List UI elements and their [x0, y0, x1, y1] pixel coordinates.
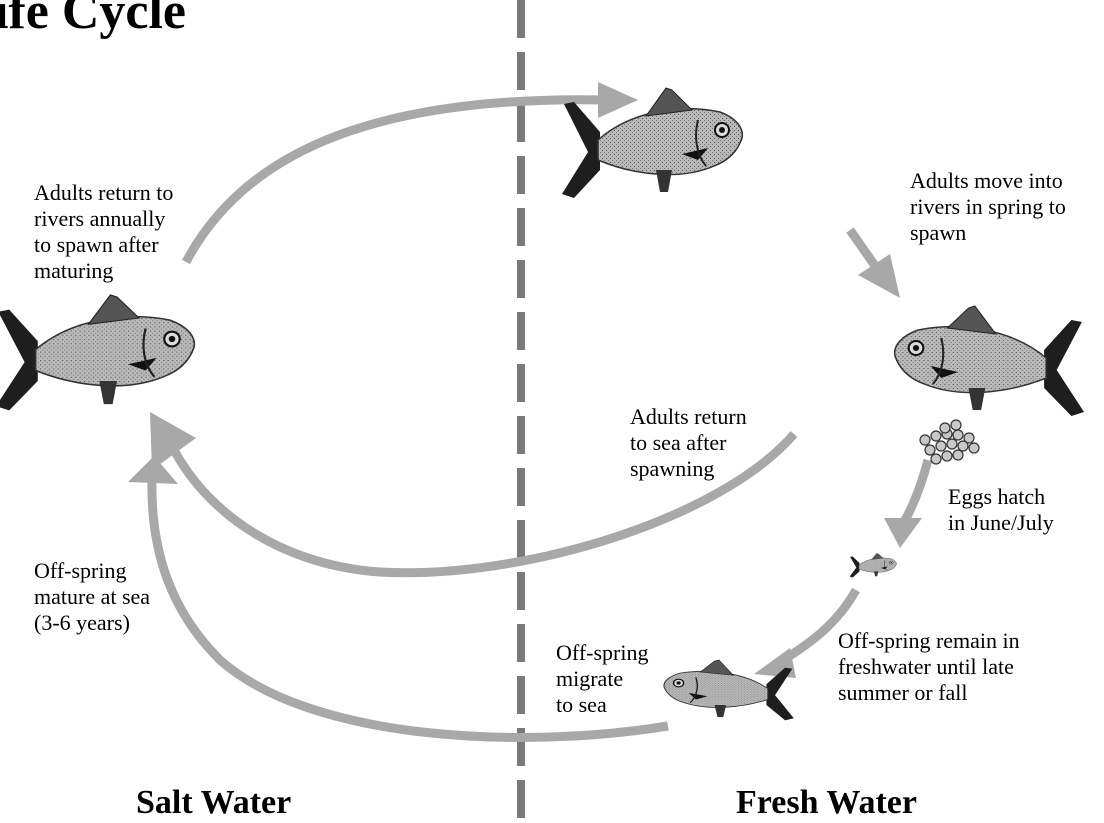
juvenile-fish: [850, 553, 897, 577]
arrow-adults-to-rivers: [186, 100, 606, 262]
label-offspring-mature: Off-spring mature at sea (3-6 years): [34, 558, 150, 636]
eggs: [920, 420, 979, 464]
label-offspring-remain: Off-spring remain in freshwater until la…: [838, 628, 1020, 706]
arrowhead-eggs: [884, 518, 922, 548]
fresh-water-heading: Fresh Water: [736, 784, 917, 822]
arrow-eggs-hatch: [904, 460, 928, 522]
salt-water-heading: Salt Water: [136, 784, 291, 822]
arrow-move-downstream: [850, 230, 878, 270]
label-adults-move-rivers: Adults move into rivers in spring to spa…: [910, 168, 1066, 246]
adult-fish-sea: [0, 295, 194, 411]
adult-fish-upstream: [562, 88, 742, 198]
label-offspring-migrate: Off-spring migrate to sea: [556, 640, 648, 718]
arrowhead-offspring: [754, 648, 796, 678]
label-adults-return-sea: Adults return to sea after spawning: [630, 404, 747, 482]
label-adults-return-rivers: Adults return to rivers annually to spaw…: [34, 180, 173, 284]
arrowhead-offspring-sea: [128, 456, 178, 484]
arrowhead-rivers: [598, 82, 638, 118]
adult-fish-spawning: [895, 306, 1084, 416]
label-eggs-hatch: Eggs hatch in June/July: [948, 484, 1054, 536]
arrowhead-downstream: [858, 254, 900, 298]
